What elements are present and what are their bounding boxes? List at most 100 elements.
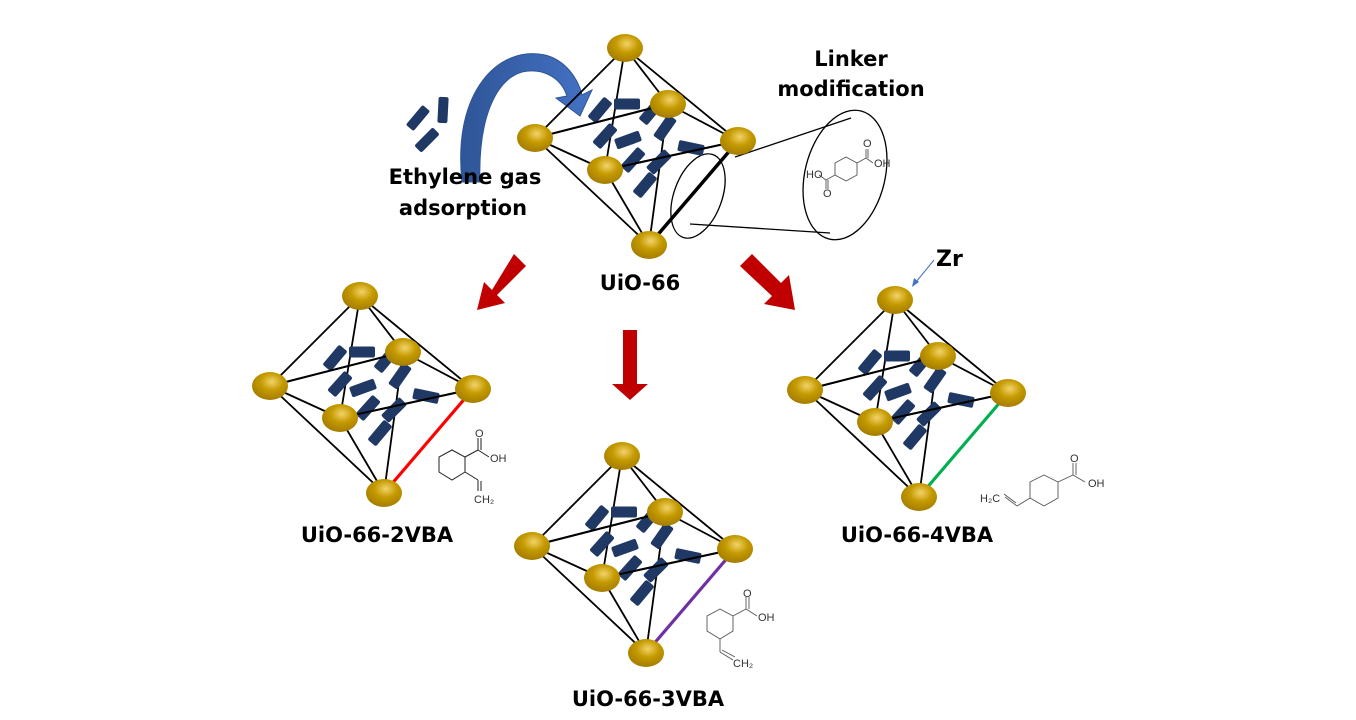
- reaction-arrows: [477, 254, 795, 400]
- framework-edge: [624, 47, 739, 142]
- highlighted-linker: [382, 387, 475, 495]
- linker-modification-label-line2: modification: [777, 77, 924, 101]
- zr-node: [584, 564, 620, 592]
- zr-node: [990, 379, 1026, 407]
- adsorbed-ethylene-molecule: [585, 505, 609, 531]
- adsorbed-ethylene-molecule: [633, 172, 657, 198]
- adsorbed-ethylene-molecule: [884, 350, 910, 362]
- terephthalic-o: O: [863, 138, 872, 150]
- 2vba-structure: [438, 438, 490, 491]
- adsorbed-ethylene-molecule: [884, 382, 912, 402]
- octahedron-2vba: [252, 282, 491, 507]
- 2vba-ch2: CH₂: [474, 494, 494, 506]
- zr-node: [717, 535, 753, 563]
- zr-node: [901, 483, 937, 511]
- framework-label-3vba: UiO-66-3VBA: [572, 687, 725, 711]
- framework-label-4vba: UiO-66-4VBA: [841, 523, 994, 547]
- highlighted-linker: [917, 391, 1010, 499]
- zr-label: Zr: [936, 247, 963, 272]
- ethylene-molecule: [406, 105, 430, 131]
- framework-edge: [531, 455, 623, 547]
- zr-node: [455, 375, 491, 403]
- framework-edge: [269, 295, 361, 387]
- zr-node: [877, 286, 913, 314]
- 4vba-oh: OH: [1088, 478, 1105, 490]
- framework-edge: [804, 299, 896, 391]
- framework-edge: [339, 388, 474, 419]
- octahedron-3vba: [514, 442, 753, 667]
- terephthalic-oh: OH: [874, 158, 891, 170]
- adsorbed-ethylene-molecule: [349, 346, 375, 358]
- 3vba-structure: [706, 597, 758, 661]
- 2vba-o: O: [475, 428, 484, 440]
- zr-node: [252, 372, 288, 400]
- 3vba-oh: OH: [758, 612, 775, 624]
- linker-modification-label-line1: Linker: [814, 47, 888, 71]
- adsorbed-ethylene-molecule: [650, 522, 674, 550]
- framework-edge: [804, 389, 920, 498]
- zr-node: [385, 338, 421, 366]
- framework-edge: [269, 385, 385, 494]
- adsorbed-ethylene-molecule: [891, 399, 915, 425]
- zr-node: [631, 231, 667, 259]
- adsorbed-ethylene-molecule: [349, 378, 377, 398]
- zr-node: [517, 124, 553, 152]
- adsorbed-ethylene-molecule: [923, 366, 947, 394]
- framework-edge: [534, 137, 650, 246]
- framework-edge: [534, 47, 626, 139]
- adsorbed-ethylene-molecule: [614, 98, 640, 110]
- adsorbed-ethylene-molecule: [903, 424, 927, 450]
- adsorbed-ethylene-molecule: [328, 371, 352, 397]
- 4vba-o: O: [1070, 453, 1079, 465]
- terephthalic-ho: HO: [806, 169, 823, 181]
- zr-node: [857, 408, 893, 436]
- adsorbed-ethylene-molecule: [653, 114, 677, 142]
- adsorbed-ethylene-molecule: [618, 555, 642, 581]
- adsorbed-ethylene-molecule: [621, 147, 645, 173]
- zr-node: [607, 34, 643, 62]
- framework-label-uio66: UiO-66: [600, 271, 680, 295]
- terephthalic-acid-structure: [818, 149, 874, 189]
- zr-node: [342, 282, 378, 310]
- arrow-to-4vba: [740, 254, 795, 310]
- ethylene-adsorption-label-line1: Ethylene gas: [389, 165, 542, 189]
- zr-pointer-arrow: [912, 259, 935, 287]
- adsorption-arrow: [460, 53, 594, 183]
- framework-edge: [601, 548, 736, 579]
- adsorbed-ethylene-molecule: [590, 531, 614, 557]
- highlighted-linker: [644, 547, 737, 655]
- framework-label-2vba: UiO-66-2VBA: [301, 523, 454, 547]
- linker-magnifier: [670, 109, 888, 241]
- framework-edge: [269, 351, 404, 387]
- arrow-to-2vba: [477, 254, 526, 310]
- adsorbed-ethylene-molecule: [858, 349, 882, 375]
- octahedron-uio66: [517, 34, 756, 259]
- zr-node: [647, 498, 683, 526]
- 3vba-o: O: [743, 588, 752, 600]
- adsorbed-ethylene-molecule: [863, 375, 887, 401]
- ethylene-molecule: [415, 128, 439, 152]
- zr-node: [514, 532, 550, 560]
- zr-node: [650, 90, 686, 118]
- 4vba-h2c: H₂C: [980, 493, 1000, 505]
- framework-edge: [604, 140, 739, 171]
- adsorbed-ethylene-molecule: [630, 580, 654, 606]
- adsorbed-ethylene-molecule: [614, 130, 642, 150]
- arrow-to-3vba: [612, 330, 648, 400]
- zr-node: [587, 156, 623, 184]
- adsorbed-ethylene-molecule: [611, 506, 637, 518]
- adsorbed-ethylene-molecule: [388, 362, 412, 390]
- 2vba-oh: OH: [490, 453, 507, 465]
- framework-edge: [621, 455, 736, 550]
- zr-node: [322, 404, 358, 432]
- zr-node: [628, 639, 664, 667]
- framework-edge: [359, 295, 474, 390]
- ethylene-adsorption-label-line2: adsorption: [399, 196, 527, 220]
- adsorbed-ethylene-molecule: [593, 123, 617, 149]
- adsorbed-ethylene-molecule: [588, 97, 612, 123]
- 3vba-ch2: CH₂: [733, 658, 753, 670]
- zr-node: [920, 342, 956, 370]
- framework-edge: [534, 103, 669, 139]
- zr-node: [604, 442, 640, 470]
